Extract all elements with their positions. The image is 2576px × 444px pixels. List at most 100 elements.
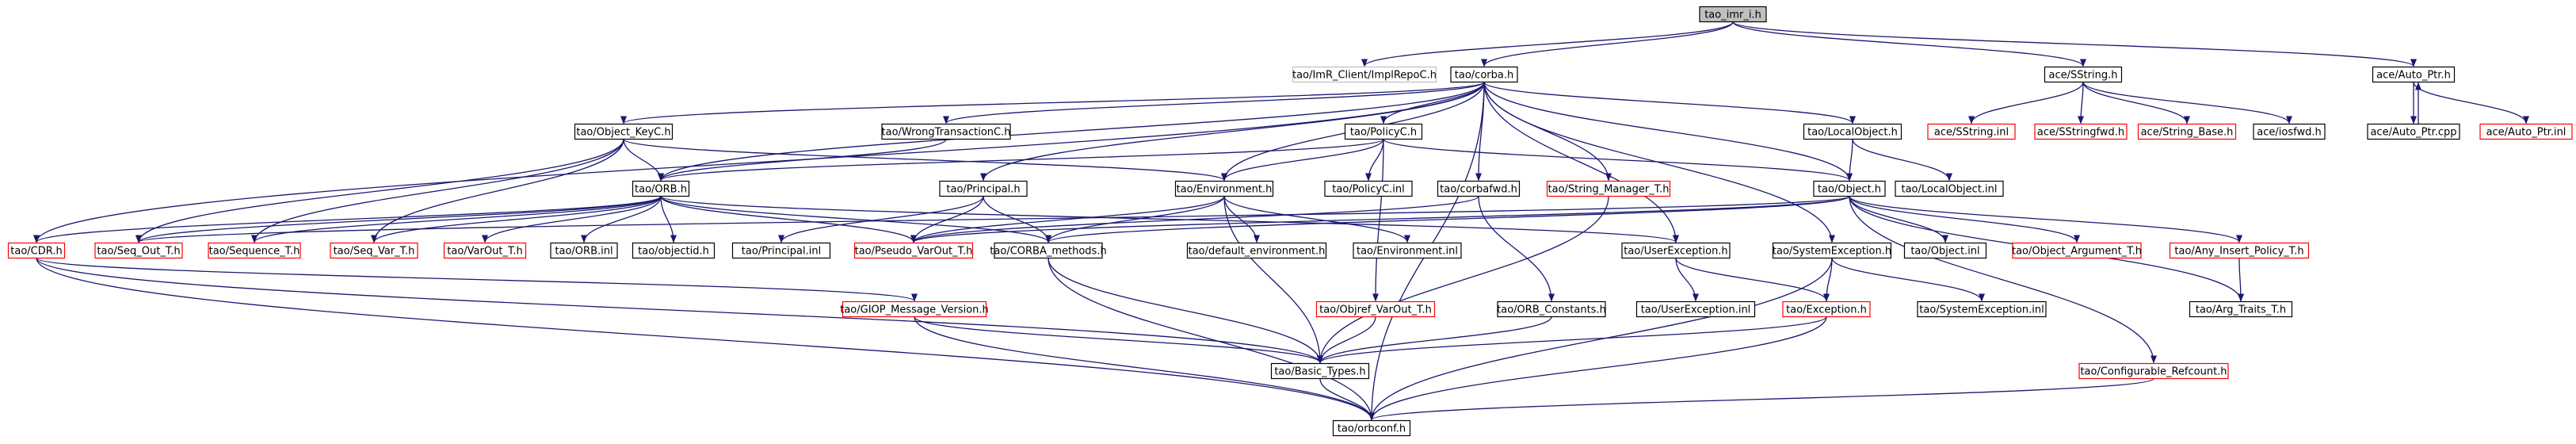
node-tao-localobject-h[interactable]: tao/LocalObject.h xyxy=(1803,123,1902,140)
edge xyxy=(33,82,1485,243)
node-box xyxy=(1344,123,1423,140)
node-tao-arg-traits-t-h[interactable]: tao/Arg_Traits_T.h xyxy=(2189,300,2293,318)
edge-tao-corba-h-to-tao-policyc-h xyxy=(1380,82,1485,124)
node-tao-object-h[interactable]: tao/Object.h xyxy=(1813,180,1886,197)
node-label: tao/UserException.h xyxy=(1624,246,1727,258)
edge-tao-corba-h-to-tao-localobject-h xyxy=(1483,81,1856,124)
node-tao-configurable-refcount-h[interactable]: tao/Configurable_Refcount.h xyxy=(2078,362,2229,380)
edge xyxy=(1317,196,1609,364)
node-tao-basic-types-h[interactable]: tao/Basic_Types.h xyxy=(1270,362,1370,380)
node-tao-default-environment-h[interactable]: tao/default_environment.h xyxy=(1186,242,1327,259)
node-tao-sequence-t-h[interactable]: tao/Sequence_T.h xyxy=(208,242,301,259)
node-label: ace/String_Base.h xyxy=(2141,127,2234,139)
node-box xyxy=(2367,123,2460,140)
node-tao-wrongtransactionc-h[interactable]: tao/WrongTransactionC.h xyxy=(881,123,1011,140)
node-tao-systemexception-h[interactable]: tao/SystemException.h xyxy=(1773,242,1891,259)
node-tao-objectid-h[interactable]: tao/objectid.h xyxy=(632,242,716,259)
node-tao-imr-i-h[interactable]: tao_imr_i.h xyxy=(1699,6,1767,23)
node-tao-environment-h[interactable]: tao/Environment.h xyxy=(1174,180,1274,197)
node-box xyxy=(550,242,618,259)
node-tao-userexception-h[interactable]: tao/UserException.h xyxy=(1621,242,1731,259)
node-tao-pseudo-varout-t-h[interactable]: tao/Pseudo_VarOut_T.h xyxy=(853,242,974,259)
node-box xyxy=(731,242,831,259)
node-tao-imr-client-implrepoc-h[interactable]: tao/ImR_Client/ImplRepoC.h xyxy=(1292,66,1437,83)
node-tao-corbafwd-h[interactable]: tao/corbafwd.h xyxy=(1437,180,1521,197)
node-tao-systemexception-inl[interactable]: tao/SystemException.inl xyxy=(1917,300,2047,318)
edge-tao-orb-h-to-tao-userexception-h xyxy=(660,195,1679,243)
edge-tao-configurable-refcount-h-to-tao-orbconf-h xyxy=(1368,377,2154,421)
edge-tao-orb-h-to-tao-objectid-h xyxy=(660,196,677,243)
node-tao-orb-inl[interactable]: tao/ORB.inl xyxy=(550,242,618,259)
edge xyxy=(371,196,662,243)
node-label: tao/GIOP_Message_Version.h xyxy=(840,304,989,316)
node-ace-auto-ptr-cpp[interactable]: ace/Auto_Ptr.cpp xyxy=(2367,123,2460,140)
node-tao-userexception-inl[interactable]: tao/UserException.inl xyxy=(1635,300,1756,318)
node-tao-environment-inl[interactable]: tao/Environment.inl xyxy=(1353,242,1462,259)
edge-tao-corba-h-to-tao-wrongtransactionc-h xyxy=(943,81,1485,124)
node-label: tao/Basic_Types.h xyxy=(1274,366,1365,378)
edge xyxy=(660,196,677,243)
node-ace-auto-ptr-h[interactable]: ace/Auto_Ptr.h xyxy=(2372,66,2456,83)
node-tao-object-inl[interactable]: tao/Object.inl xyxy=(1903,242,1987,259)
edge-tao-orb-h-to-tao-corba-methods-h xyxy=(660,195,1051,243)
node-ace-sstring-inl[interactable]: ace/SString.inl xyxy=(1927,123,2016,140)
node-tao-policyc-inl[interactable]: tao/PolicyC.inl xyxy=(1324,180,1413,197)
node-tao-corba-methods-h[interactable]: tao/CORBA_methods.h xyxy=(990,242,1107,259)
edge xyxy=(1319,378,1375,421)
edge xyxy=(2082,82,2190,124)
edge xyxy=(1483,82,1612,182)
node-box xyxy=(1497,300,1606,318)
node-tao-principal-h[interactable]: tao/Principal.h xyxy=(939,180,1028,197)
edge xyxy=(2237,258,2244,302)
node-tao-object-argument-t-h[interactable]: tao/Object_Argument_T.h xyxy=(2012,242,2142,259)
edge-tao-environment-h-to-tao-basic-types-h xyxy=(1223,196,1323,364)
node-box xyxy=(443,242,527,259)
node-tao-principal-inl[interactable]: tao/Principal.inl xyxy=(731,242,831,259)
edge-tao-object-h-to-tao-pseudo-varout-t-h xyxy=(910,195,1850,243)
node-tao-orbconf-h[interactable]: tao/orbconf.h xyxy=(1332,419,1411,437)
node-tao-policyc-h[interactable]: tao/PolicyC.h xyxy=(1344,123,1423,140)
edge-tao-giop-message-version-h-to-tao-basic-types-h xyxy=(914,316,1323,364)
node-tao-giop-message-version-h[interactable]: tao/GIOP_Message_Version.h xyxy=(840,300,989,318)
node-tao-exception-h[interactable]: tao/Exception.h xyxy=(1782,300,1871,318)
node-label: tao/Any_Insert_Policy_T.h xyxy=(2174,246,2303,258)
node-tao-orb-constants-h[interactable]: tao/ORB_Constants.h xyxy=(1497,300,1606,318)
node-box xyxy=(1813,180,1886,197)
edge xyxy=(36,258,1323,364)
edge xyxy=(660,196,917,243)
node-tao-seq-var-t-h[interactable]: tao/Seq_Var_T.h xyxy=(330,242,418,259)
node-ace-sstring-h[interactable]: ace/SString.h xyxy=(2044,66,2123,83)
node-ace-iosfwd-h[interactable]: ace/iosfwd.h xyxy=(2253,123,2326,140)
edge xyxy=(1831,258,1985,302)
node-tao-object-keyc-h[interactable]: tao/Object_KeyC.h xyxy=(574,123,674,140)
node-label: tao/Principal.h xyxy=(946,184,1020,196)
node-tao-localobject-inl[interactable]: tao/LocalObject.inl xyxy=(1895,180,2004,197)
edge-tao-systemexception-h-to-tao-orbconf-h xyxy=(1368,258,1833,421)
node-box xyxy=(2137,123,2237,140)
edge xyxy=(371,139,624,243)
edge xyxy=(1368,377,2154,421)
node-label: tao_imr_i.h xyxy=(1704,10,1761,21)
node-ace-sstringfwd-h[interactable]: ace/SStringfwd.h xyxy=(2034,123,2128,140)
node-box xyxy=(2189,300,2293,318)
node-tao-objref-varout-t-h[interactable]: tao/Objref_VarOut_T.h xyxy=(1315,300,1436,318)
node-tao-seq-out-t-h[interactable]: tao/Seq_Out_T.h xyxy=(94,242,183,259)
node-box xyxy=(7,242,66,259)
edge xyxy=(2078,82,2085,124)
node-label: tao/LocalObject.inl xyxy=(1901,184,1997,196)
node-tao-corba-h[interactable]: tao/corba.h xyxy=(1450,66,1518,83)
node-label: tao/CDR.h xyxy=(10,246,62,258)
edge xyxy=(1368,258,1833,421)
edge-ace-sstring-h-to-ace-string-base-h xyxy=(2082,82,2190,124)
node-tao-string-manager-t-h[interactable]: tao/String_Manager_T.h xyxy=(1546,180,1671,197)
node-tao-orb-h[interactable]: tao/ORB.h xyxy=(632,180,690,197)
edge-tao-object-keyc-h-to-tao-seq-var-t-h xyxy=(371,139,624,243)
node-tao-cdr-h[interactable]: tao/CDR.h xyxy=(7,242,66,259)
edge-tao-cdr-h-to-tao-basic-types-h xyxy=(36,258,1323,364)
node-ace-string-base-h[interactable]: ace/String_Base.h xyxy=(2137,123,2237,140)
node-tao-varout-t-h[interactable]: tao/VarOut_T.h xyxy=(443,242,527,259)
node-tao-any-insert-policy-t-h[interactable]: tao/Any_Insert_Policy_T.h xyxy=(2169,242,2310,259)
node-ace-auto-ptr-inl[interactable]: ace/Auto_Ptr.inl xyxy=(2479,123,2573,140)
edge xyxy=(1732,21,2417,67)
node-label: tao/objectid.h xyxy=(638,246,709,258)
